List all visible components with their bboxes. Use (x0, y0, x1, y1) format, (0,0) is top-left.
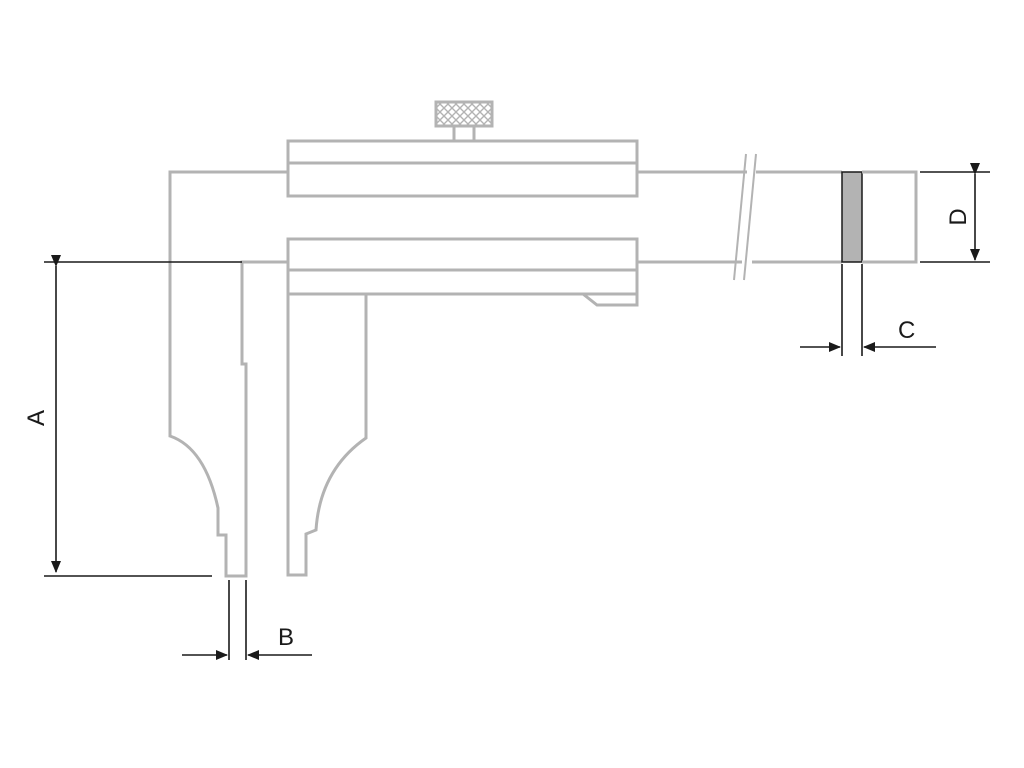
knurled-thumb-screw-icon (434, 100, 494, 143)
dimension-a-label: A (23, 410, 50, 426)
dimension-d-label: D (945, 208, 972, 225)
main-beam (168, 170, 842, 578)
beam-end (841, 170, 918, 264)
dimension-b-label: B (278, 624, 294, 651)
dimension-c-label: C (898, 317, 915, 344)
dimension-d: D (920, 163, 990, 263)
dimension-b: B (182, 580, 312, 660)
dimension-c: C (800, 264, 936, 356)
lower-slider (286, 237, 639, 577)
break-line-icon (733, 153, 757, 281)
blade-section (841, 171, 863, 263)
upper-slider (286, 139, 639, 198)
dimension-a: A (23, 255, 242, 577)
